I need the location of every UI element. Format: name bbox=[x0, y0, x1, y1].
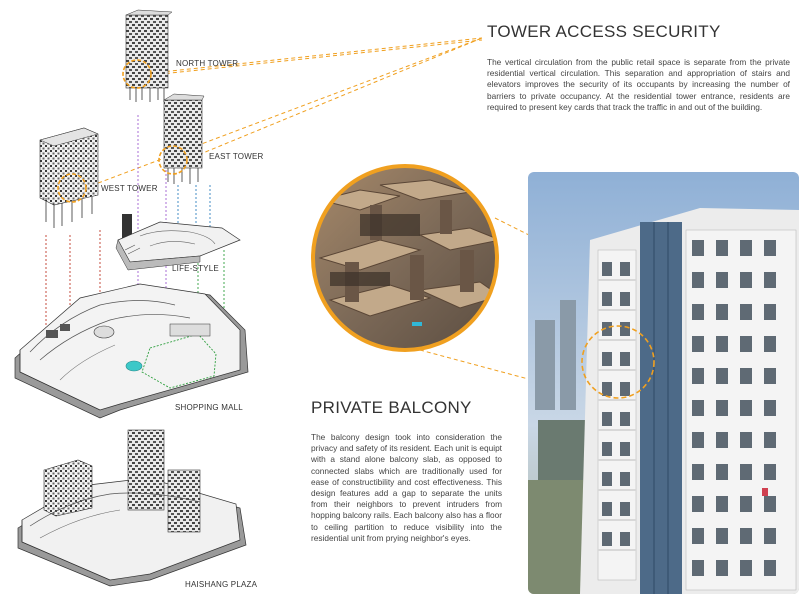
north-tower-model bbox=[125, 9, 173, 102]
photo-balcony-highlight bbox=[581, 325, 655, 399]
shopping-mall-label: SHOPPING MALL bbox=[175, 403, 243, 412]
west-tower-highlight bbox=[57, 173, 87, 203]
balcony-title: PRIVATE BALCONY bbox=[311, 398, 472, 417]
east-tower-model bbox=[163, 93, 205, 184]
building-photo bbox=[528, 172, 799, 594]
haishang-plaza-label: HAISHANG PLAZA bbox=[185, 580, 258, 589]
west-tower-model bbox=[39, 127, 99, 228]
east-tower-label: EAST TOWER bbox=[209, 152, 264, 161]
balcony-text: The balcony design took into considerati… bbox=[311, 432, 502, 543]
callout-lines bbox=[84, 37, 589, 396]
balcony-zoom-detail bbox=[311, 164, 499, 352]
security-text: The vertical circulation from the public… bbox=[487, 57, 790, 112]
shopping-mall-model bbox=[14, 283, 249, 419]
north-tower-label: NORTH TOWER bbox=[176, 59, 239, 68]
haishang-plaza-model bbox=[17, 429, 247, 587]
security-title: TOWER ACCESS SECURITY bbox=[487, 22, 721, 41]
lifestyle-model bbox=[115, 214, 241, 271]
life-style-label: LIFE-STYLE bbox=[172, 264, 219, 273]
east-tower-highlight bbox=[158, 145, 188, 175]
west-tower-label: WEST TOWER bbox=[101, 184, 158, 193]
north-tower-highlight bbox=[122, 59, 152, 89]
